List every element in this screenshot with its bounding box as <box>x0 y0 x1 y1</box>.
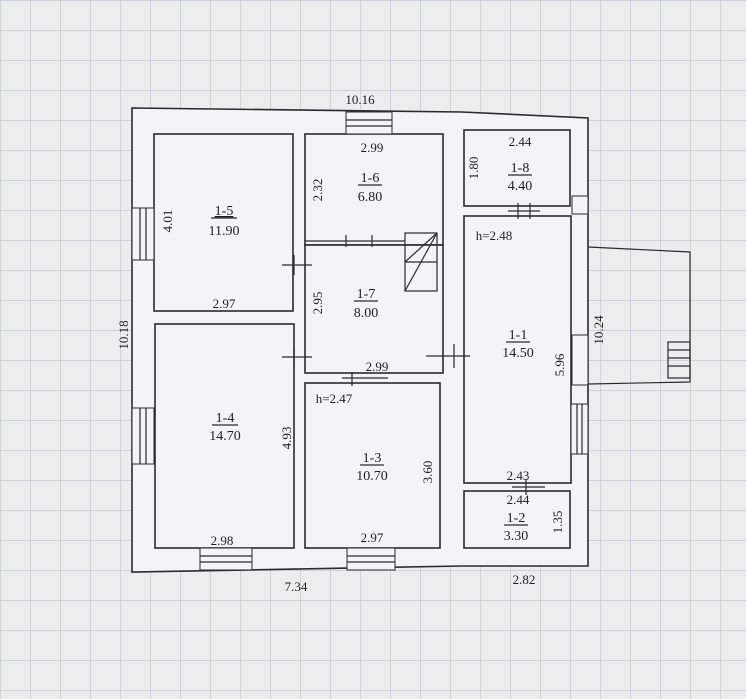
dim-1-8-height: 1.80 <box>466 157 481 180</box>
dim-bottom-left: 7.34 <box>285 579 308 594</box>
dim-1-1-width: 2.43 <box>507 468 530 483</box>
dim-1-7-height: 2.95 <box>310 292 325 315</box>
dim-1-3-height: 3.60 <box>420 461 435 484</box>
room-label-1-7: 1-7 <box>357 287 376 302</box>
room-1-6 <box>304 133 444 246</box>
room-1-7 <box>304 244 444 374</box>
window <box>571 195 589 215</box>
dim-1-5-height: 4.01 <box>160 210 175 233</box>
room-area-1-4: 14.70 <box>209 429 241 444</box>
dim-1-4-width: 2.98 <box>211 533 234 548</box>
dim-right: 10.24 <box>591 315 606 345</box>
dim-1-6-width: 2.99 <box>361 140 384 155</box>
room-1-4 <box>154 323 295 549</box>
room-area-1-7: 8.00 <box>354 306 379 321</box>
room-area-1-8: 4.40 <box>508 179 533 194</box>
window <box>131 407 155 465</box>
room-area-1-6: 6.80 <box>358 190 383 205</box>
room-1-5 <box>153 133 294 312</box>
window <box>345 111 393 135</box>
porch-steps <box>667 341 691 379</box>
dim-bottom-right: 2.82 <box>513 572 536 587</box>
room-label-1-8: 1-8 <box>511 161 530 176</box>
dim-left: 10.18 <box>116 320 131 349</box>
dim-1-8-width: 2.44 <box>509 134 532 149</box>
dim-1-2-width: 2.44 <box>507 492 530 507</box>
room-label-1-6: 1-6 <box>361 171 380 186</box>
dim-1-6-height: 2.32 <box>310 179 325 202</box>
dim-1-1-height: 5.96 <box>552 353 567 376</box>
window <box>346 547 396 571</box>
dim-1-7-width: 2.99 <box>366 359 389 374</box>
window <box>131 207 155 261</box>
dim-1-3-width: 2.97 <box>361 530 384 545</box>
room-label-1-1: 1-1 <box>509 328 528 343</box>
dim-1-4-height: 4.93 <box>279 427 294 450</box>
window <box>199 547 253 571</box>
dim-top: 10.16 <box>345 92 375 107</box>
dim-1-5-width: 2.97 <box>213 296 236 311</box>
room-1-2 <box>463 490 571 549</box>
room-label-1-4: 1-4 <box>216 411 235 426</box>
room-area-1-2: 3.30 <box>504 529 529 544</box>
porch-outline <box>587 246 691 385</box>
room-label-1-3: 1-3 <box>363 451 382 466</box>
ceiling-height-2: h=2.47 <box>316 391 353 406</box>
room-label-1-5: 1-5 <box>215 204 234 219</box>
room-label-1-2: 1-2 <box>507 511 526 526</box>
room-1-8 <box>463 129 571 207</box>
window <box>570 403 589 455</box>
room-area-1-1: 14.50 <box>502 346 534 361</box>
ceiling-height-1: h=2.48 <box>476 228 513 243</box>
room-area-1-5: 11.90 <box>209 224 240 239</box>
room-area-1-3: 10.70 <box>356 469 388 484</box>
dim-1-2-height: 1.35 <box>550 511 565 534</box>
exterior-door <box>571 334 589 386</box>
